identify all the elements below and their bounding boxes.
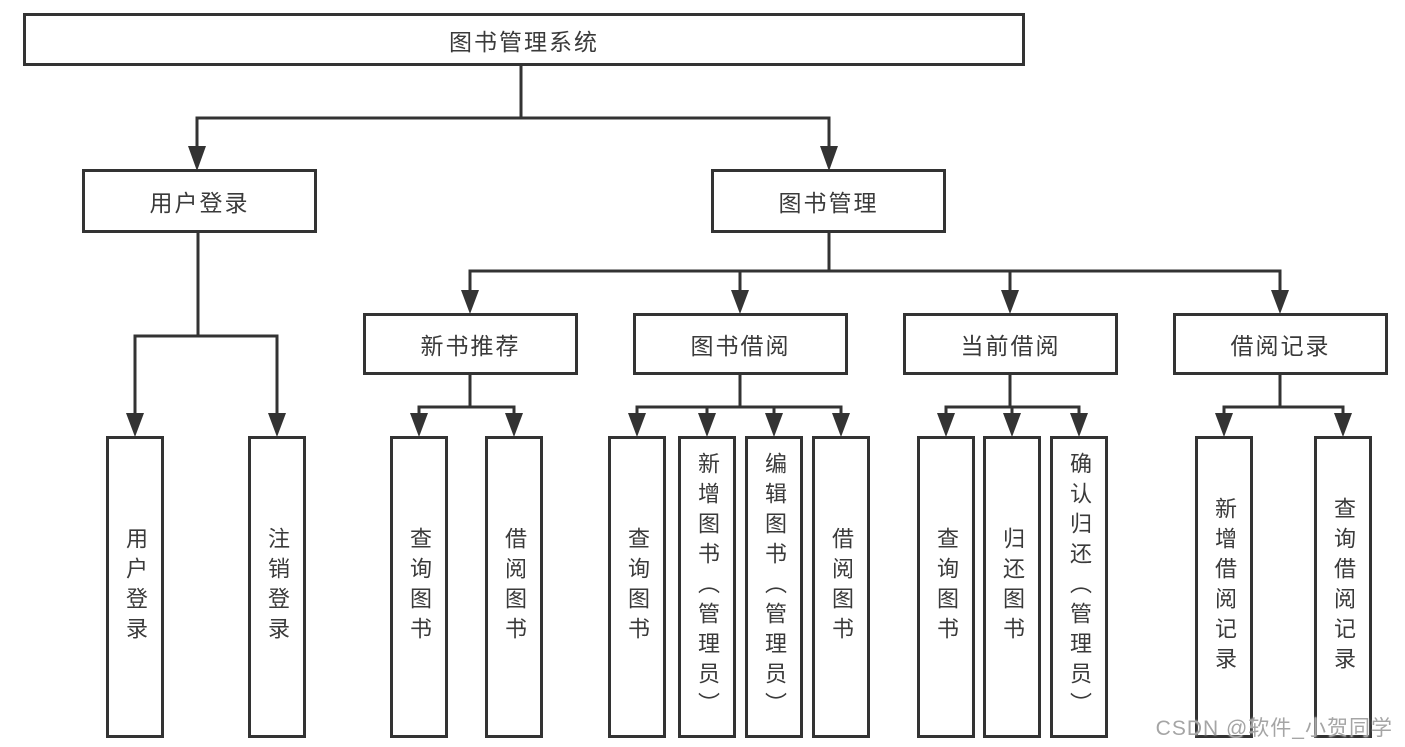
leaf-label: 注销登录 bbox=[265, 527, 290, 647]
node-leaf-logout: 注销登录 bbox=[248, 436, 306, 738]
node-leaf-add-borrow-record: 新增借阅记录 bbox=[1195, 436, 1253, 738]
leaf-label: 编辑图书（管理员） bbox=[762, 452, 787, 722]
leaf-label: 新增借阅记录 bbox=[1212, 497, 1237, 677]
node-book-management: 图书管理 bbox=[711, 169, 946, 233]
node-book-borrowing: 图书借阅 bbox=[633, 313, 848, 375]
node-label: 借阅记录 bbox=[1230, 333, 1331, 359]
leaf-label: 确认归还（管理员） bbox=[1067, 452, 1092, 722]
node-library-management-system: 图书管理系统 bbox=[23, 13, 1025, 66]
node-label: 图书借阅 bbox=[690, 333, 791, 359]
node-leaf-user-login: 用户登录 bbox=[106, 436, 164, 738]
leaf-label: 借阅图书 bbox=[829, 527, 854, 647]
leaf-label: 查询借阅记录 bbox=[1331, 497, 1356, 677]
node-label: 图书管理系统 bbox=[449, 28, 599, 55]
node-leaf-borrow-books-1: 借阅图书 bbox=[485, 436, 543, 738]
node-leaf-confirm-return-admin: 确认归还（管理员） bbox=[1050, 436, 1108, 738]
node-borrowing-records: 借阅记录 bbox=[1173, 313, 1388, 375]
leaf-label: 查询图书 bbox=[407, 527, 432, 647]
leaf-label: 用户登录 bbox=[123, 527, 148, 647]
node-leaf-borrow-books-2: 借阅图书 bbox=[812, 436, 870, 738]
csdn-watermark: CSDN @软件_小贺同学 bbox=[1155, 717, 1393, 740]
node-current-borrowing: 当前借阅 bbox=[903, 313, 1118, 375]
leaf-label: 新增图书（管理员） bbox=[695, 452, 720, 722]
leaf-label: 借阅图书 bbox=[502, 527, 527, 647]
node-label: 图书管理 bbox=[778, 190, 879, 216]
node-leaf-edit-book-admin: 编辑图书（管理员） bbox=[745, 436, 803, 738]
leaf-label: 查询图书 bbox=[934, 527, 959, 647]
node-new-book-recommendation: 新书推荐 bbox=[363, 313, 578, 375]
leaf-label: 归还图书 bbox=[1000, 527, 1025, 647]
node-label: 新书推荐 bbox=[420, 333, 521, 359]
node-leaf-add-book-admin: 新增图书（管理员） bbox=[678, 436, 736, 738]
node-leaf-query-books-2: 查询图书 bbox=[608, 436, 666, 738]
node-leaf-query-borrow-record: 查询借阅记录 bbox=[1314, 436, 1372, 738]
node-leaf-query-books-3: 查询图书 bbox=[917, 436, 975, 738]
node-label: 用户登录 bbox=[149, 190, 250, 216]
node-user-login: 用户登录 bbox=[82, 169, 317, 233]
node-label: 当前借阅 bbox=[960, 333, 1061, 359]
node-leaf-return-books: 归还图书 bbox=[983, 436, 1041, 738]
leaf-label: 查询图书 bbox=[625, 527, 650, 647]
node-leaf-query-books-1: 查询图书 bbox=[390, 436, 448, 738]
